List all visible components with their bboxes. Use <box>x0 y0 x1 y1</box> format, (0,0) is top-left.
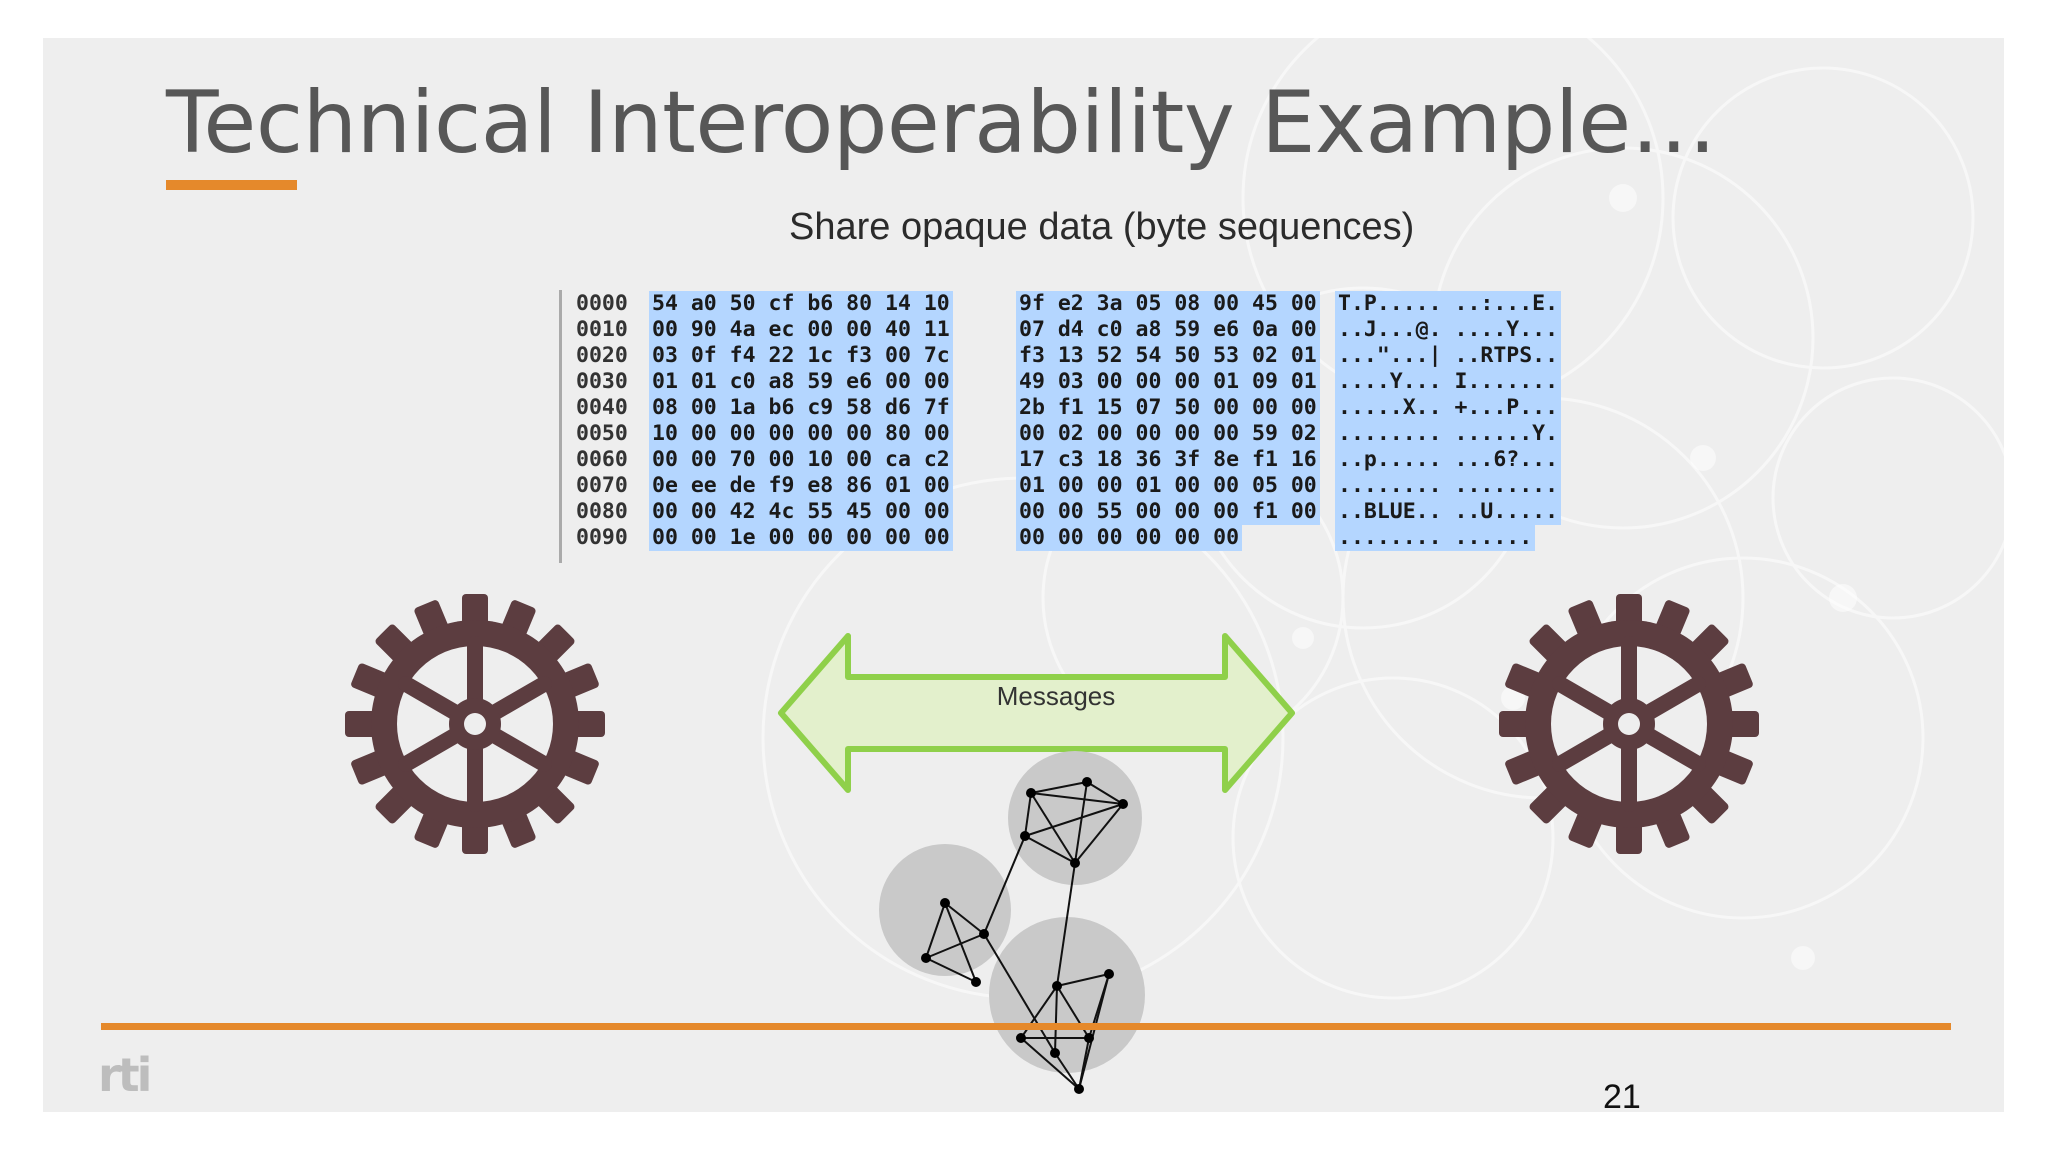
hex-offset: 0040 <box>576 395 628 420</box>
hex-bytes: 00 00 42 4c 55 45 00 00 <box>649 499 953 525</box>
hex-bytes: 03 0f f4 22 1c f3 00 7c <box>649 343 953 369</box>
hex-bytes: 00 00 70 00 10 00 ca c2 <box>649 447 953 473</box>
hex-bytes: 0e ee de f9 e8 86 01 00 <box>649 473 953 499</box>
hex-ascii: ..."...| ..RTPS.. <box>1335 343 1562 369</box>
page-number: 21 <box>1603 1078 1641 1112</box>
hex-offset: 0010 <box>576 317 628 342</box>
hex-bytes: 07 d4 c0 a8 59 e6 0a 00 <box>1016 317 1320 343</box>
hex-bytes: 00 02 00 00 00 00 59 02 <box>1016 421 1320 447</box>
hex-bytes: 54 a0 50 cf b6 80 14 10 <box>649 291 953 317</box>
hex-ascii: T.P..... ..:...E. <box>1335 291 1562 317</box>
double-arrow-icon <box>778 633 1295 793</box>
rti-logo: rti <box>98 1048 152 1102</box>
hex-offset: 0060 <box>576 447 628 472</box>
gear-left-icon <box>345 594 605 854</box>
hexdump-divider <box>559 290 562 563</box>
hex-bytes: 01 01 c0 a8 59 e6 00 00 <box>649 369 953 395</box>
hex-bytes: 2b f1 15 07 50 00 00 00 <box>1016 395 1320 421</box>
hex-ascii: ..J...@. ....Y... <box>1335 317 1562 343</box>
gear-right-icon <box>1499 594 1759 854</box>
hex-offset: 0090 <box>576 525 628 550</box>
hex-offset: 0070 <box>576 473 628 498</box>
slide-subtitle: Share opaque data (byte sequences) <box>789 206 1415 248</box>
hex-bytes: f3 13 52 54 50 53 02 01 <box>1016 343 1320 369</box>
arrow-label: Messages <box>996 681 1116 711</box>
hex-bytes: 10 00 00 00 00 00 80 00 <box>649 421 953 447</box>
hex-bytes: 00 00 55 00 00 00 f1 00 <box>1016 499 1320 525</box>
hex-offset: 0050 <box>576 421 628 446</box>
hex-bytes: 00 00 00 00 00 00 <box>1016 525 1243 551</box>
hex-bytes: 00 00 1e 00 00 00 00 00 <box>649 525 953 551</box>
hex-offset: 0020 <box>576 343 628 368</box>
hex-ascii: .....X.. +...P... <box>1335 395 1562 421</box>
hex-ascii: ........ ......Y. <box>1335 421 1562 447</box>
hex-bytes: 08 00 1a b6 c9 58 d6 7f <box>649 395 953 421</box>
hex-ascii: ..BLUE.. ..U..... <box>1335 499 1562 525</box>
network-graph-icon <box>879 751 1145 1094</box>
hex-offset: 0030 <box>576 369 628 394</box>
hex-bytes: 01 00 00 01 00 00 05 00 <box>1016 473 1320 499</box>
slide-title: Technical Interoperability Example… <box>166 73 1717 173</box>
slide: Technical Interoperability Example… Shar… <box>43 38 2004 1112</box>
footer-rule <box>101 1023 1951 1030</box>
title-underline <box>166 180 297 190</box>
hex-ascii: ..p..... ...6?... <box>1335 447 1562 473</box>
hex-bytes: 49 03 00 00 00 01 09 01 <box>1016 369 1320 395</box>
hex-ascii: ........ ...... <box>1335 525 1536 551</box>
hex-ascii: ....Y... I....... <box>1335 369 1562 395</box>
hex-offset: 0000 <box>576 291 628 316</box>
hex-ascii: ........ ........ <box>1335 473 1562 499</box>
hex-bytes: 17 c3 18 36 3f 8e f1 16 <box>1016 447 1320 473</box>
hex-bytes: 9f e2 3a 05 08 00 45 00 <box>1016 291 1320 317</box>
hex-offset: 0080 <box>576 499 628 524</box>
hex-bytes: 00 90 4a ec 00 00 40 11 <box>649 317 953 343</box>
